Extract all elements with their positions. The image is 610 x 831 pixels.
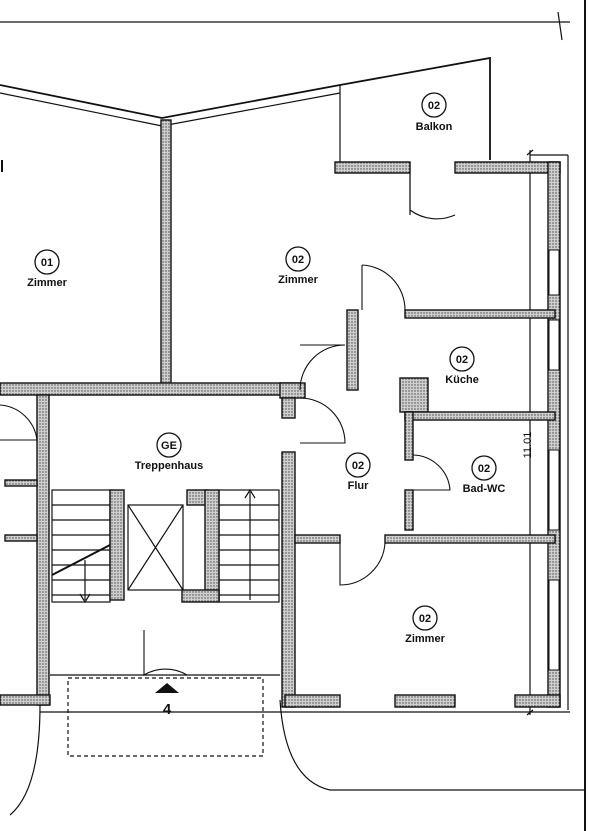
room-number: 02 [419, 613, 431, 625]
room-number: 02 [456, 354, 468, 366]
outer-outline [0, 56, 491, 162]
room-number: 02 [428, 100, 440, 112]
room-label-zimmer-02-lower: 02 Zimmer [405, 605, 446, 645]
room-label-zimmer-01: 01 Zimmer [27, 249, 68, 289]
doors [0, 173, 585, 816]
walls [0, 119, 561, 708]
sheet-frame [0, 0, 586, 831]
right-exterior [40, 149, 570, 716]
room-name: Flur [348, 480, 369, 492]
room-number: GE [161, 440, 177, 452]
room-name: Balkon [416, 121, 453, 133]
room-label-zimmer-02-upper: 02 Zimmer [278, 246, 319, 286]
room-name: Treppenhaus [135, 460, 203, 472]
room-label-balkon: 02 Balkon [416, 92, 453, 133]
room-name: Zimmer [278, 274, 318, 286]
room-label-kueche: 02 Küche [445, 346, 479, 386]
room-label-treppenhaus: GE Treppenhaus [135, 432, 203, 472]
dimension-label: 11.01 [522, 432, 534, 459]
room-name: Küche [445, 374, 479, 386]
room-label-flur: 02 Flur [345, 452, 371, 492]
room-number: 02 [352, 460, 364, 472]
room-number: 01 [41, 257, 53, 269]
room-number: 02 [478, 463, 490, 475]
staircase [51, 488, 280, 604]
room-number: 02 [292, 254, 304, 266]
room-name: Zimmer [27, 277, 67, 289]
room-label-bad-wc: 02 Bad-WC [463, 455, 506, 495]
room-name: Bad-WC [463, 483, 506, 495]
room-name: Zimmer [405, 633, 445, 645]
section-marker-number: 4 [163, 701, 172, 718]
section-marker: 4 [155, 683, 179, 718]
